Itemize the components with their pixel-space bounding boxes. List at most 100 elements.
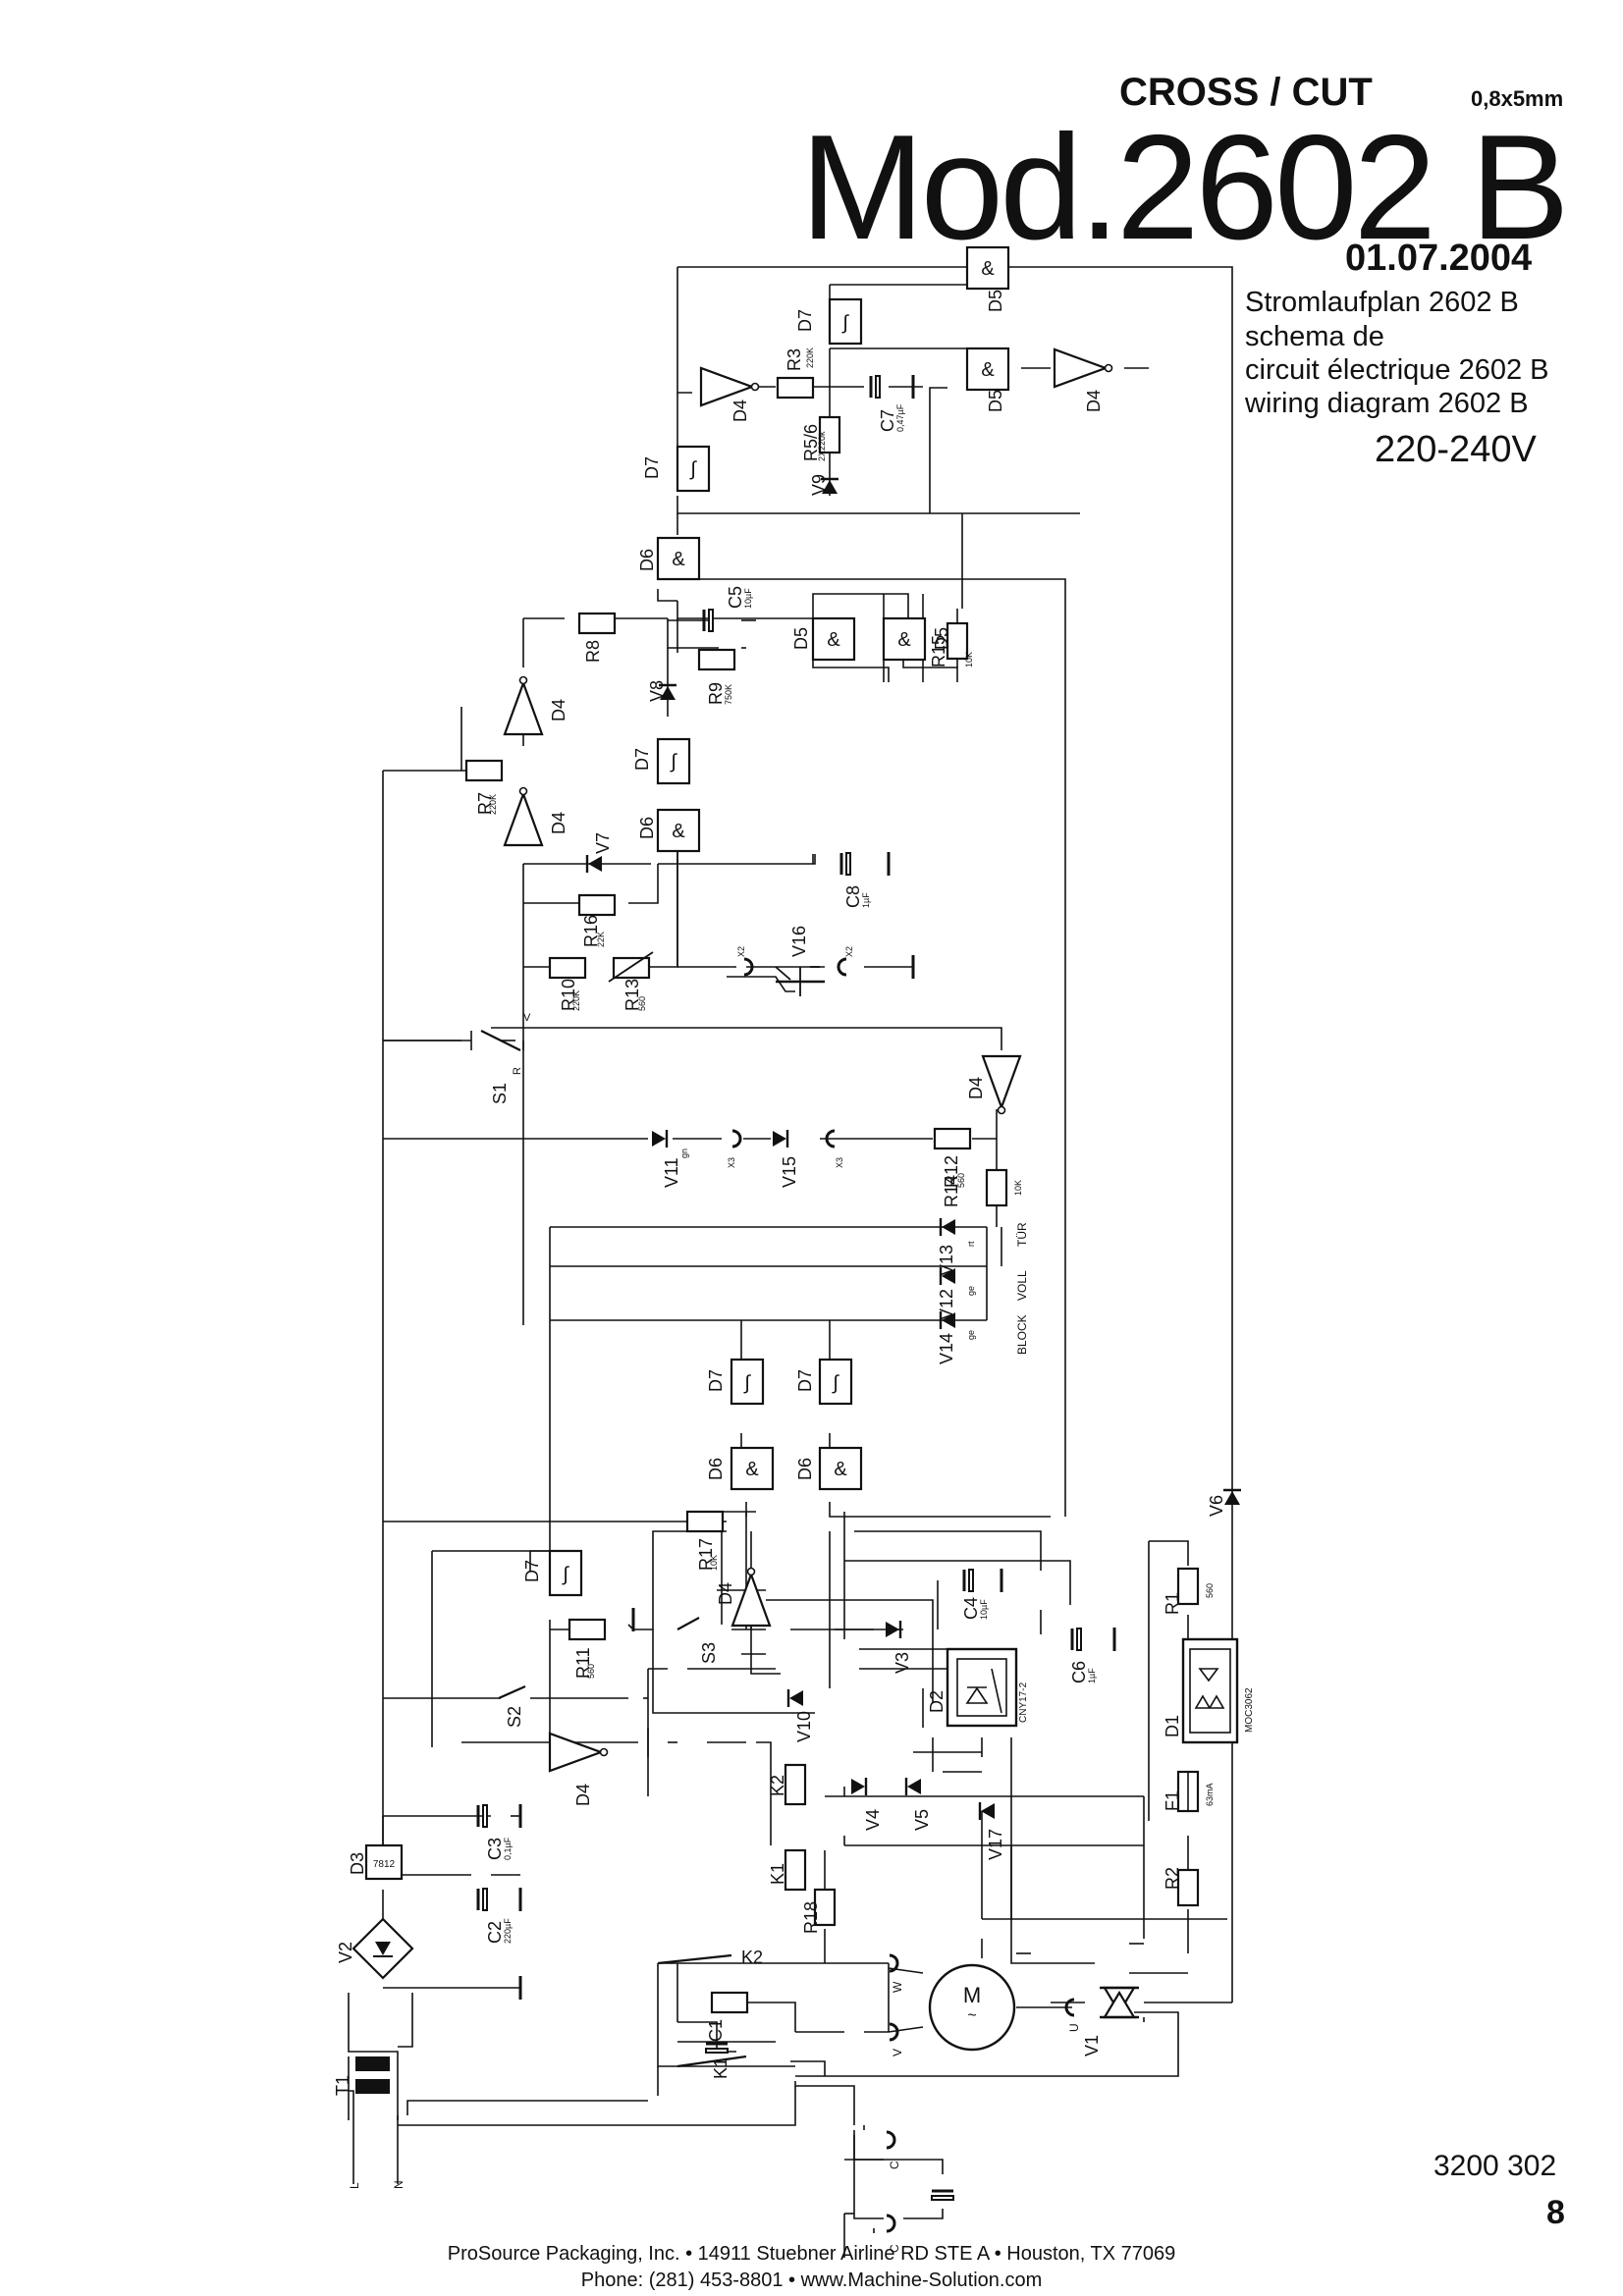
svg-text:X3: X3 (835, 1157, 844, 1168)
gate-symbol: & (834, 1459, 847, 1480)
connectors: X2 X2 X3 X3 (727, 946, 854, 1168)
svg-text:K2: K2 (768, 1775, 787, 1796)
gate-ref: D6 (706, 1458, 726, 1480)
svg-text:0,1µF: 0,1µF (503, 1837, 513, 1860)
diode: V7 (585, 832, 613, 875)
gate-ref: D6 (795, 1458, 815, 1480)
svg-text:560: 560 (586, 1664, 596, 1679)
document-number: 3200 302 (1434, 2150, 1557, 2182)
inverter-d4: D4 (966, 1054, 1022, 1115)
svg-text:560: 560 (1205, 1583, 1215, 1598)
svg-text:V6: V6 (1207, 1495, 1226, 1517)
inverter-d4: D4 (548, 1732, 609, 1806)
svg-text:rt: rt (966, 1241, 976, 1247)
and-gate: &D6 (706, 1446, 775, 1491)
gate-symbol: ∫ (743, 1372, 751, 1394)
svg-text:7812: 7812 (373, 1859, 396, 1870)
svg-text:R5/6: R5/6 (801, 424, 821, 461)
svg-text:V11: V11 (662, 1157, 681, 1188)
document-date: 01.07.2004 (1345, 238, 1533, 279)
sensor-v16: V16 (775, 926, 825, 996)
and-gate: &D5 (791, 616, 856, 662)
svg-text:10K: 10K (1013, 1180, 1023, 1196)
svg-text:R16: R16 (581, 915, 601, 947)
svg-text:10µF: 10µF (743, 588, 753, 609)
switches: S1 V R S2 S3 (383, 1012, 719, 1728)
svg-text:V4: V4 (863, 1809, 883, 1831)
svg-text:V15: V15 (780, 1156, 799, 1188)
diode: V6 (1207, 1488, 1243, 1517)
svg-text:C1: C1 (706, 2019, 726, 2042)
schmitt-gate: ∫ D7 (795, 1358, 853, 1406)
diode: V8 (647, 680, 678, 702)
svg-text:V2: V2 (336, 1942, 355, 1963)
gate-symbol: ∫ (670, 751, 677, 773)
svg-text:S3: S3 (699, 1642, 719, 1664)
schmitt-gate: ∫D7 (795, 297, 863, 346)
voltage-rating: 220-240V (1375, 429, 1537, 470)
schmitt-gate: ∫D7 (642, 445, 711, 493)
capacitor: C70,47µF (869, 374, 905, 432)
inverter-d4: D4 (716, 1567, 772, 1628)
svg-text:750K: 750K (724, 684, 733, 705)
svg-text:V14: V14 (937, 1333, 956, 1364)
svg-text:R3: R3 (784, 348, 804, 371)
terminal-c: C (888, 2244, 901, 2253)
motor-symbol: M (963, 1983, 981, 2007)
and-gate: &D5 (965, 347, 1010, 412)
svg-text:R9: R9 (706, 682, 726, 705)
gate-ref: D7 (795, 1369, 815, 1392)
svg-text:C2: C2 (485, 1921, 505, 1944)
svg-text:S2: S2 (505, 1706, 524, 1728)
svg-text:C8: C8 (843, 885, 863, 908)
blade-size: 0,8x5mm (1471, 86, 1564, 111)
svg-text:22K: 22K (596, 932, 606, 947)
svg-text:V7: V7 (593, 832, 613, 854)
gate-symbol: & (672, 821, 685, 842)
and-gate: &D6 (795, 1446, 863, 1491)
gate-symbol: & (981, 258, 995, 280)
description-line: circuit électrique 2602 B (1245, 354, 1549, 386)
resistor: R18 (801, 1888, 837, 1934)
gate-ref: D6 (637, 817, 657, 839)
switch-s1: S1 V R (383, 1012, 531, 1104)
svg-text:ge: ge (966, 1286, 976, 1296)
triac-driver-d1: D1 MOC3062 (1163, 1637, 1255, 1744)
svg-text:D2: D2 (927, 1690, 947, 1713)
resistor: R8 (577, 612, 617, 663)
led-label: TÜR (1015, 1222, 1029, 1247)
svg-text:D4: D4 (549, 812, 568, 834)
resistor (710, 1991, 749, 2014)
description-line: wiring diagram 2602 B (1245, 388, 1529, 419)
wire-network (348, 250, 1233, 2258)
terminal-v: V (891, 2049, 904, 2056)
terminal-u: U (1067, 2023, 1081, 2032)
diode: V4 (849, 1776, 883, 1831)
motor: M ~ W V U (888, 1953, 1081, 2056)
svg-text:V16: V16 (789, 926, 809, 957)
svg-text:1µF: 1µF (861, 892, 871, 908)
capacitor-terminals: C C (885, 2130, 901, 2253)
svg-text:D4: D4 (549, 699, 568, 721)
capacitor: C1 (704, 2019, 730, 2055)
svg-text:220K: 220K (571, 990, 581, 1011)
inverter-d4: D4 (699, 366, 760, 422)
relay-coil-k1: K1 (768, 1848, 807, 1892)
svg-text:D4: D4 (573, 1784, 593, 1806)
gate-symbol: ∫ (832, 1372, 839, 1394)
mains-l-label: L (348, 2182, 361, 2189)
connector-x3: X3 (825, 1129, 844, 1168)
